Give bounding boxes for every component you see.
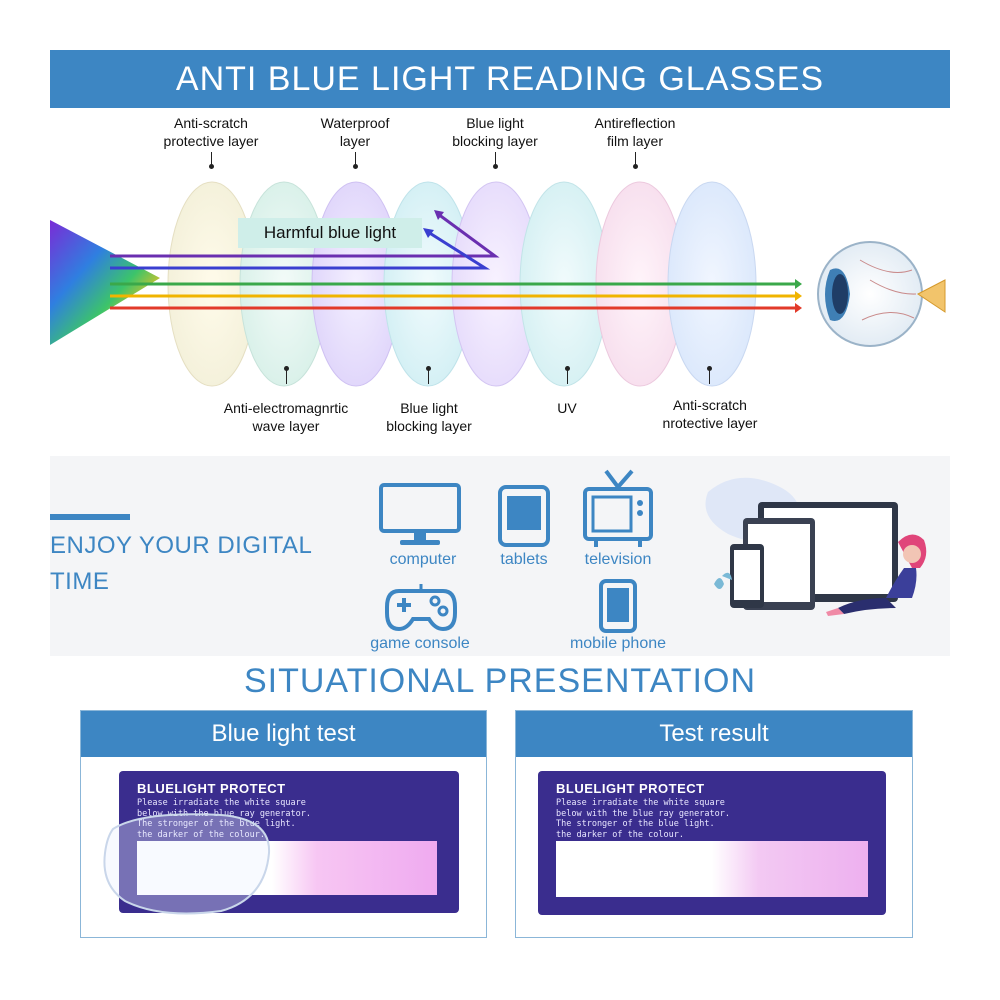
device-label-computer: computer [389,551,457,568]
accent-rule [50,514,130,520]
digital-headline-line1: ENJOY YOUR DIGITAL [50,532,313,559]
computer-icon [379,483,461,545]
eye-illustration [817,241,946,347]
label-pointer [709,370,710,384]
device-label-tablets: tablets [500,551,548,568]
panel-blue-light-test: Blue light test BLUELIGHT PROTECT Please… [80,710,487,938]
panel-title-test-result: Test result [516,711,912,757]
digital-headline-line2: TIME [50,568,110,595]
label-pointer-dot [493,164,498,169]
device-label-mobile-phone: mobile phone [569,635,667,652]
layer-label-waterproof: Waterproof layer [320,115,390,149]
label-pointer-dot [284,366,289,371]
lens-sample [103,813,271,915]
television-icon [583,469,653,547]
layer-label-anti-scratch-top: Anti-scratch protective layer [163,115,259,149]
label-pointer [355,152,356,166]
layer-label-uv: UV [557,400,577,416]
label-pointer [567,370,568,384]
panel-test-result: Test result BLUELIGHT PROTECT Please irr… [515,710,913,938]
label-pointer [211,152,212,166]
card-title: BLUELIGHT PROTECT [556,781,705,796]
digital-headline: ENJOY YOUR DIGITAL TIME [50,528,370,600]
harmful-blue-light-tag: Harmful blue light [238,218,422,248]
tablet-icon [498,485,550,547]
layer-label-blue-light-top: Blue light blocking layer [452,115,538,149]
label-pointer [286,370,287,384]
label-pointer-dot [707,366,712,371]
label-pointer-dot [353,164,358,169]
device-label-television: television [584,551,652,568]
label-pointer [495,152,496,166]
mobile-phone-icon [599,579,637,633]
devices-illustration [705,477,927,616]
ray-blue-reflected [110,230,491,270]
panel-title-blue-light-test: Blue light test [81,711,486,757]
result-window [556,841,868,897]
card-title: BLUELIGHT PROTECT [137,781,286,796]
game-controller-icon [385,584,457,632]
bluelight-result-card: BLUELIGHT PROTECT Please irradiate the w… [538,771,886,915]
label-pointer [428,370,429,384]
device-label-game-console: game console [370,635,470,652]
layer-label-anti-electromagnetic: Anti-electromagnrtic wave layer [223,400,349,434]
label-pointer [635,152,636,166]
header-title: ANTI BLUE LIGHT READING GLASSES [175,59,825,98]
header-banner: ANTI BLUE LIGHT READING GLASSES [50,50,950,108]
layer-label-blue-light-bottom: Blue light blocking layer [386,400,472,434]
card-instructions: Please irradiate the white square below … [137,798,311,840]
label-pointer-dot [426,366,431,371]
card-instructions: Please irradiate the white square below … [556,798,730,840]
situational-title: SITUATIONAL PRESENTATION [243,662,757,700]
label-pointer-dot [633,164,638,169]
lens-diagram [50,181,946,387]
ray-purple-reflected [110,212,500,258]
test-window [137,841,437,895]
bluelight-test-card: BLUELIGHT PROTECT Please irradiate the w… [119,771,459,913]
label-pointer-dot [565,366,570,371]
layer-label-antireflection: Antireflection film layer [594,115,676,149]
light-source-prism [50,220,160,345]
label-pointer-dot [209,164,214,169]
layer-label-anti-scratch-bottom: Anti-scratch nrotective layer [662,397,758,431]
